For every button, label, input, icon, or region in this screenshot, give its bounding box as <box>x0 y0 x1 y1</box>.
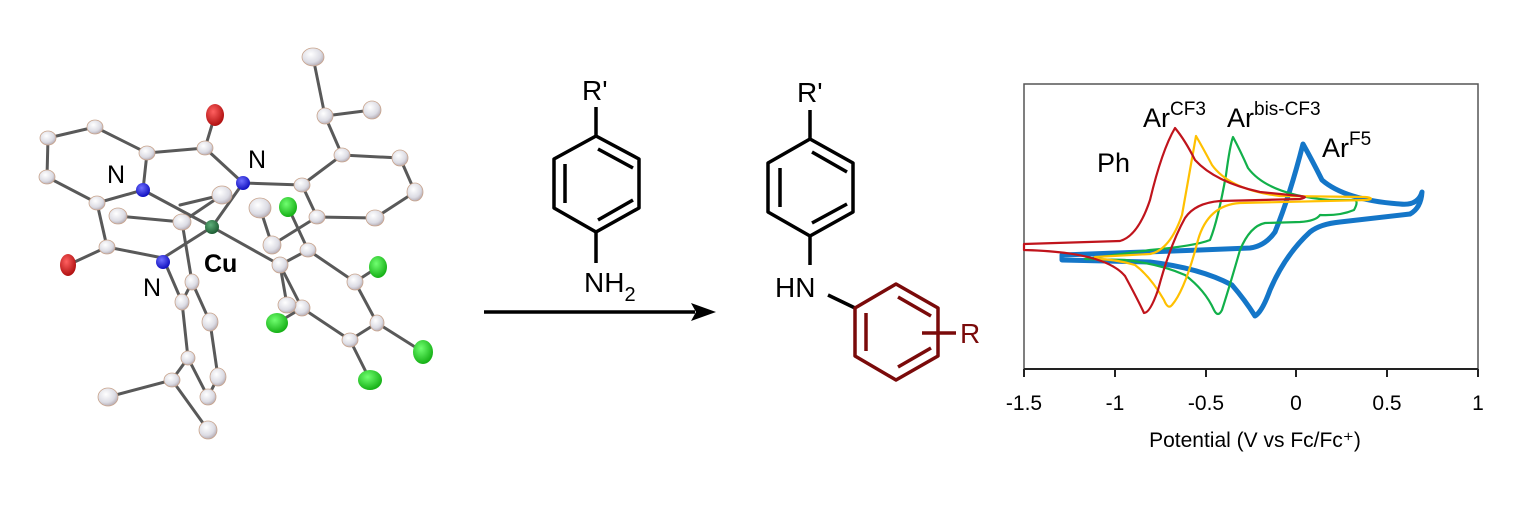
svg-text:-1: -1 <box>1106 392 1125 415</box>
nitrogen-atom <box>236 176 250 190</box>
cv-trace-ph <box>1022 126 1307 315</box>
x-axis-label: Potential (V vs Fc/Fc⁺) <box>1149 429 1361 452</box>
oxygen-atom <box>60 254 76 276</box>
copper-label: Cu <box>204 250 237 278</box>
product-aryl-substituent-label: R <box>960 318 980 349</box>
atom-labels: N N N Cu <box>107 146 266 302</box>
x-tick-labels: -1.5 -1 -0.5 0 0.5 1 <box>1006 392 1484 415</box>
reaction-scheme: R' NH2 R' HN R <box>484 75 980 382</box>
cv-trace-arf5 <box>1059 141 1425 319</box>
annotation-ph: Ph <box>1097 148 1130 178</box>
reagent-substituent-label: R' <box>582 75 608 106</box>
fluorine-atom <box>266 313 288 333</box>
nitrogen-label: N <box>248 146 266 174</box>
svg-text:-1.5: -1.5 <box>1006 392 1042 415</box>
cv-chart-panel: -1.5 -1 -0.5 0 0.5 1 Potential (V vs Fc/… <box>990 70 1510 470</box>
svg-text:-0.5: -0.5 <box>1188 392 1224 415</box>
atoms <box>38 47 433 440</box>
nitrogen-atom <box>136 183 150 197</box>
cv-trace-arcf3 <box>1093 134 1372 308</box>
annotation-arf5: ArF5 <box>1322 129 1371 163</box>
nitrogen-label: N <box>143 274 161 302</box>
product-amine-label: HN <box>775 272 815 303</box>
reagent-amine-label: NH2 <box>584 267 636 306</box>
oxygen-atom <box>206 104 224 126</box>
svg-text:1: 1 <box>1472 392 1484 415</box>
annotation-arbis-cf3: Arbis-CF3 <box>1227 99 1321 133</box>
copper-atom <box>205 220 219 234</box>
fluorine-atom <box>413 340 433 364</box>
reagent-aniline <box>552 107 641 263</box>
product-aryl-bottom <box>853 282 956 382</box>
crystal-structure-panel: N N N Cu <box>0 0 460 470</box>
nitrogen-atom <box>156 255 170 269</box>
product-substituent-label: R' <box>797 77 823 108</box>
cv-trace-arbis-cf3 <box>1083 135 1358 316</box>
nitrogen-label: N <box>107 161 125 189</box>
cv-chart: -1.5 -1 -0.5 0 0.5 1 Potential (V vs Fc/… <box>1006 83 1484 452</box>
fluorine-atom <box>279 197 297 217</box>
x-axis-ticks <box>1023 369 1479 377</box>
reaction-scheme-panel: R' NH2 R' HN R <box>470 60 1000 400</box>
fluorine-atom <box>358 370 382 390</box>
svg-text:0: 0 <box>1290 392 1302 415</box>
reaction-arrow <box>484 303 716 321</box>
svg-text:0.5: 0.5 <box>1372 392 1401 415</box>
ortep-drawing: N N N Cu <box>38 47 433 440</box>
annotation-arcf3: ArCF3 <box>1143 99 1206 133</box>
fluorine-atom <box>369 256 387 278</box>
series-annotations: Ph ArCF3 Arbis-CF3 ArF5 <box>1097 99 1371 178</box>
product-aryl-top <box>766 110 856 310</box>
